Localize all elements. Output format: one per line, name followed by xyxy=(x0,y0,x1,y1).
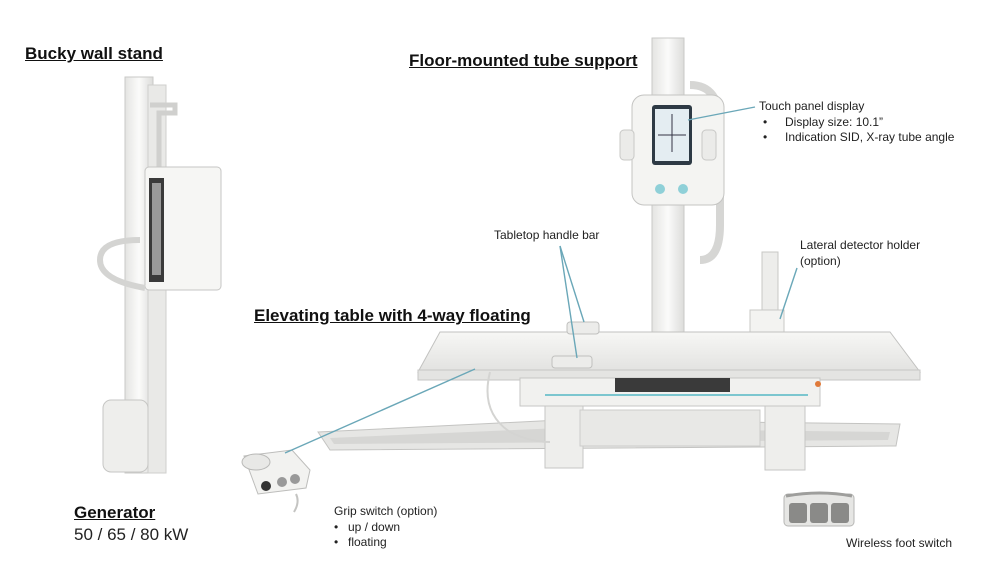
grip-switch-label: Grip switch (option) xyxy=(334,504,438,518)
grip-switch-updown: up / down xyxy=(334,520,437,536)
bucky-wall-stand xyxy=(96,76,222,474)
generator-power-value: 50 / 65 / 80 kW xyxy=(74,525,189,544)
grip-switch xyxy=(241,449,311,513)
leader-lateral xyxy=(779,267,798,320)
tube-support-title: Floor-mounted tube support xyxy=(409,51,638,70)
lateral-holder-label: Lateral detector holder xyxy=(800,238,921,252)
leader-touch-panel xyxy=(687,106,756,121)
touch-panel-label: Touch panel display xyxy=(759,99,865,113)
foot-switch-label: Wireless foot switch xyxy=(846,536,953,550)
leader-lines xyxy=(284,106,798,454)
lateral-detector-holder xyxy=(749,251,785,335)
elevating-table xyxy=(417,321,921,471)
touch-panel-callout: Touch panel display Display size: 10.1” … xyxy=(759,99,954,146)
grip-switch-floating: floating xyxy=(334,535,437,551)
leader-handle-bar-1 xyxy=(559,245,578,359)
bucky-wall-stand-title: Bucky wall stand xyxy=(25,44,163,63)
leader-handle-bar-2 xyxy=(559,245,585,323)
touch-panel-spec-size: Display size: 10.1” xyxy=(759,115,954,131)
generator-title: Generator xyxy=(74,503,156,522)
foot-switch xyxy=(783,491,855,527)
grip-switch-callout: Grip switch (option) up / down floating xyxy=(334,504,437,551)
leader-grip xyxy=(284,368,476,454)
table-title: Elevating table with 4-way floating xyxy=(254,306,531,325)
handle-bar-label: Tabletop handle bar xyxy=(494,228,600,242)
touch-panel-spec-indication: Indication SID, X-ray tube angle xyxy=(759,130,954,146)
tube-support-column xyxy=(619,37,725,339)
lateral-holder-callout: Lateral detector holder (option) xyxy=(800,238,920,269)
handle-bar-callout: Tabletop handle bar xyxy=(494,228,599,244)
foot-switch-callout: Wireless foot switch xyxy=(846,536,952,552)
lateral-holder-option: (option) xyxy=(800,253,841,268)
